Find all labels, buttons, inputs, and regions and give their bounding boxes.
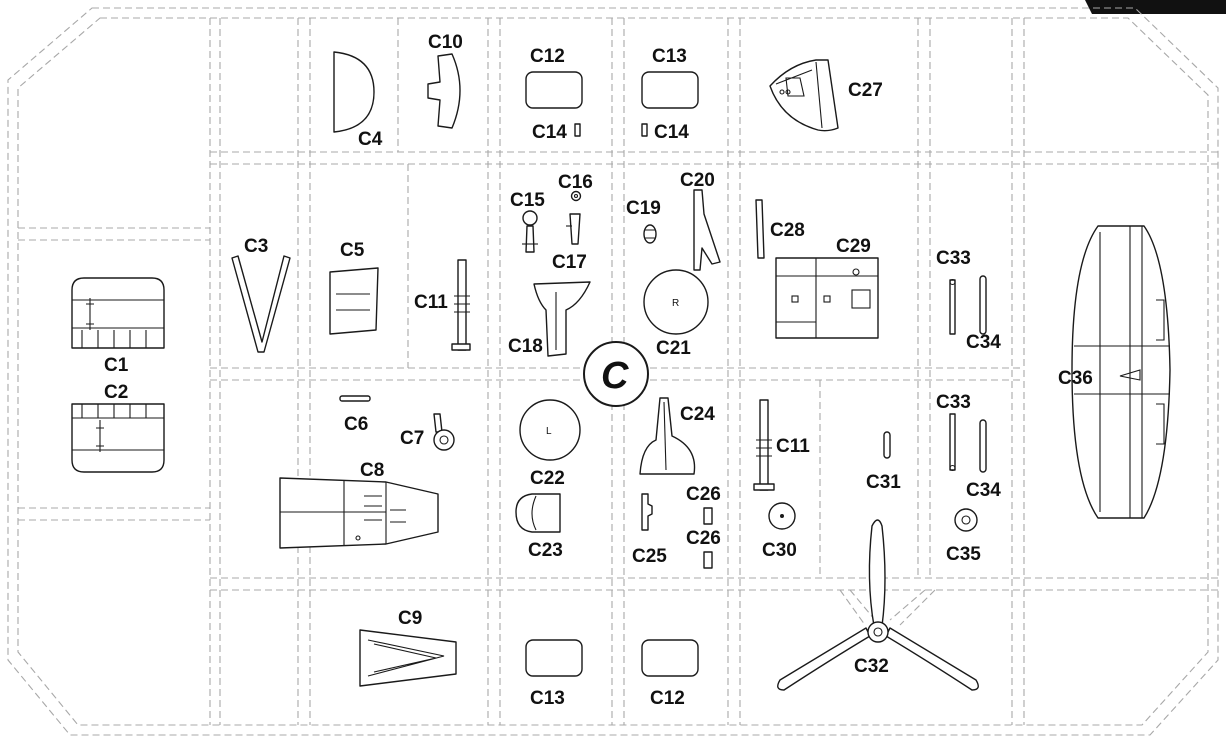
part-c15	[522, 210, 538, 253]
part-c34-bottom	[979, 419, 987, 473]
part-c7	[433, 413, 455, 451]
part-c14-left	[574, 123, 581, 137]
label-c18: C18	[508, 336, 543, 357]
label-c2: C2	[104, 382, 128, 403]
part-c33-bottom	[949, 413, 956, 472]
part-c32	[777, 519, 979, 691]
part-c23	[515, 493, 561, 533]
label-c34-top: C34	[966, 332, 1001, 353]
part-c3	[231, 255, 291, 353]
part-c5	[329, 267, 379, 335]
part-c10	[427, 53, 461, 129]
label-c21: C21	[656, 338, 691, 359]
part-c6	[339, 395, 371, 402]
label-c25: C25	[632, 546, 667, 567]
label-c10: C10	[428, 32, 463, 53]
label-c27: C27	[848, 80, 883, 101]
horizontal-runners	[18, 151, 1222, 591]
label-c11-top: C11	[414, 292, 448, 313]
label-c36: C36	[1058, 368, 1093, 389]
part-c26-bottom	[703, 551, 713, 569]
label-c26-bottom: C26	[686, 528, 721, 549]
label-c32: C32	[854, 656, 889, 677]
part-c2	[71, 403, 165, 473]
part-c13-bottom	[525, 639, 583, 677]
label-c34-bottom: C34	[966, 480, 1001, 501]
part-c1	[71, 277, 165, 349]
label-c16: C16	[558, 172, 593, 193]
label-c11-bottom: C11	[776, 436, 810, 457]
part-c24	[639, 397, 696, 475]
label-c5: C5	[340, 240, 365, 261]
label-c15: C15	[510, 190, 545, 211]
part-c19	[643, 224, 657, 244]
label-c17: C17	[552, 252, 587, 273]
part-c11-top	[451, 259, 471, 351]
label-c9: C9	[398, 608, 422, 629]
label-c12-top: C12	[530, 46, 565, 67]
label-c20: C20	[680, 170, 715, 191]
part-c31	[883, 431, 891, 459]
part-c17	[566, 213, 581, 245]
c21-mark: R	[672, 298, 679, 309]
part-c4	[333, 51, 375, 133]
label-c14-right: C14	[654, 122, 689, 143]
part-c34-top	[979, 275, 987, 335]
part-c26-top	[703, 507, 713, 525]
part-c14-right	[641, 123, 648, 137]
part-c25	[641, 493, 653, 531]
part-c12-top	[525, 71, 583, 109]
label-c23: C23	[528, 540, 563, 561]
part-c18	[533, 281, 591, 357]
label-c8: C8	[360, 460, 384, 481]
label-c29: C29	[836, 236, 871, 257]
label-c24: C24	[680, 404, 715, 425]
label-c3: C3	[244, 236, 268, 257]
part-c12-bottom	[641, 639, 699, 677]
part-c8	[279, 477, 439, 549]
label-c33-bottom: C33	[936, 392, 971, 413]
c30-center	[780, 514, 784, 518]
part-c11-bottom	[753, 399, 775, 491]
sprue-frame	[7, 7, 1219, 736]
part-c21	[643, 269, 709, 335]
part-c29	[775, 257, 879, 339]
label-c26-top: C26	[686, 484, 721, 505]
label-c4: C4	[358, 129, 383, 150]
c22-mark: L	[546, 426, 552, 437]
sprue-id-badge: C	[583, 341, 649, 407]
part-c9	[359, 629, 457, 687]
label-c19: C19	[626, 198, 661, 219]
label-c28: C28	[770, 220, 805, 241]
part-c27	[769, 59, 839, 132]
part-c13-top	[641, 71, 699, 109]
label-c14-left: C14	[532, 122, 567, 143]
label-c7: C7	[400, 428, 424, 449]
part-c20	[693, 189, 721, 271]
label-c35: C35	[946, 544, 981, 565]
part-c28	[755, 199, 765, 259]
label-c6: C6	[344, 414, 368, 435]
label-c33-top: C33	[936, 248, 971, 269]
label-c13-top: C13	[652, 46, 687, 67]
label-c31: C31	[866, 472, 901, 493]
sprue-letter: C	[601, 355, 629, 397]
corner-tab	[1085, 0, 1226, 14]
part-c33-top	[949, 278, 956, 335]
label-c22: C22	[530, 468, 565, 489]
part-c22	[519, 399, 581, 461]
part-c16	[570, 190, 582, 202]
label-c30: C30	[762, 540, 797, 561]
label-c12-bottom: C12	[650, 688, 685, 709]
label-c13-bottom: C13	[530, 688, 565, 709]
label-c1: C1	[104, 355, 129, 376]
part-c35	[954, 508, 978, 532]
part-c36	[1071, 225, 1171, 519]
